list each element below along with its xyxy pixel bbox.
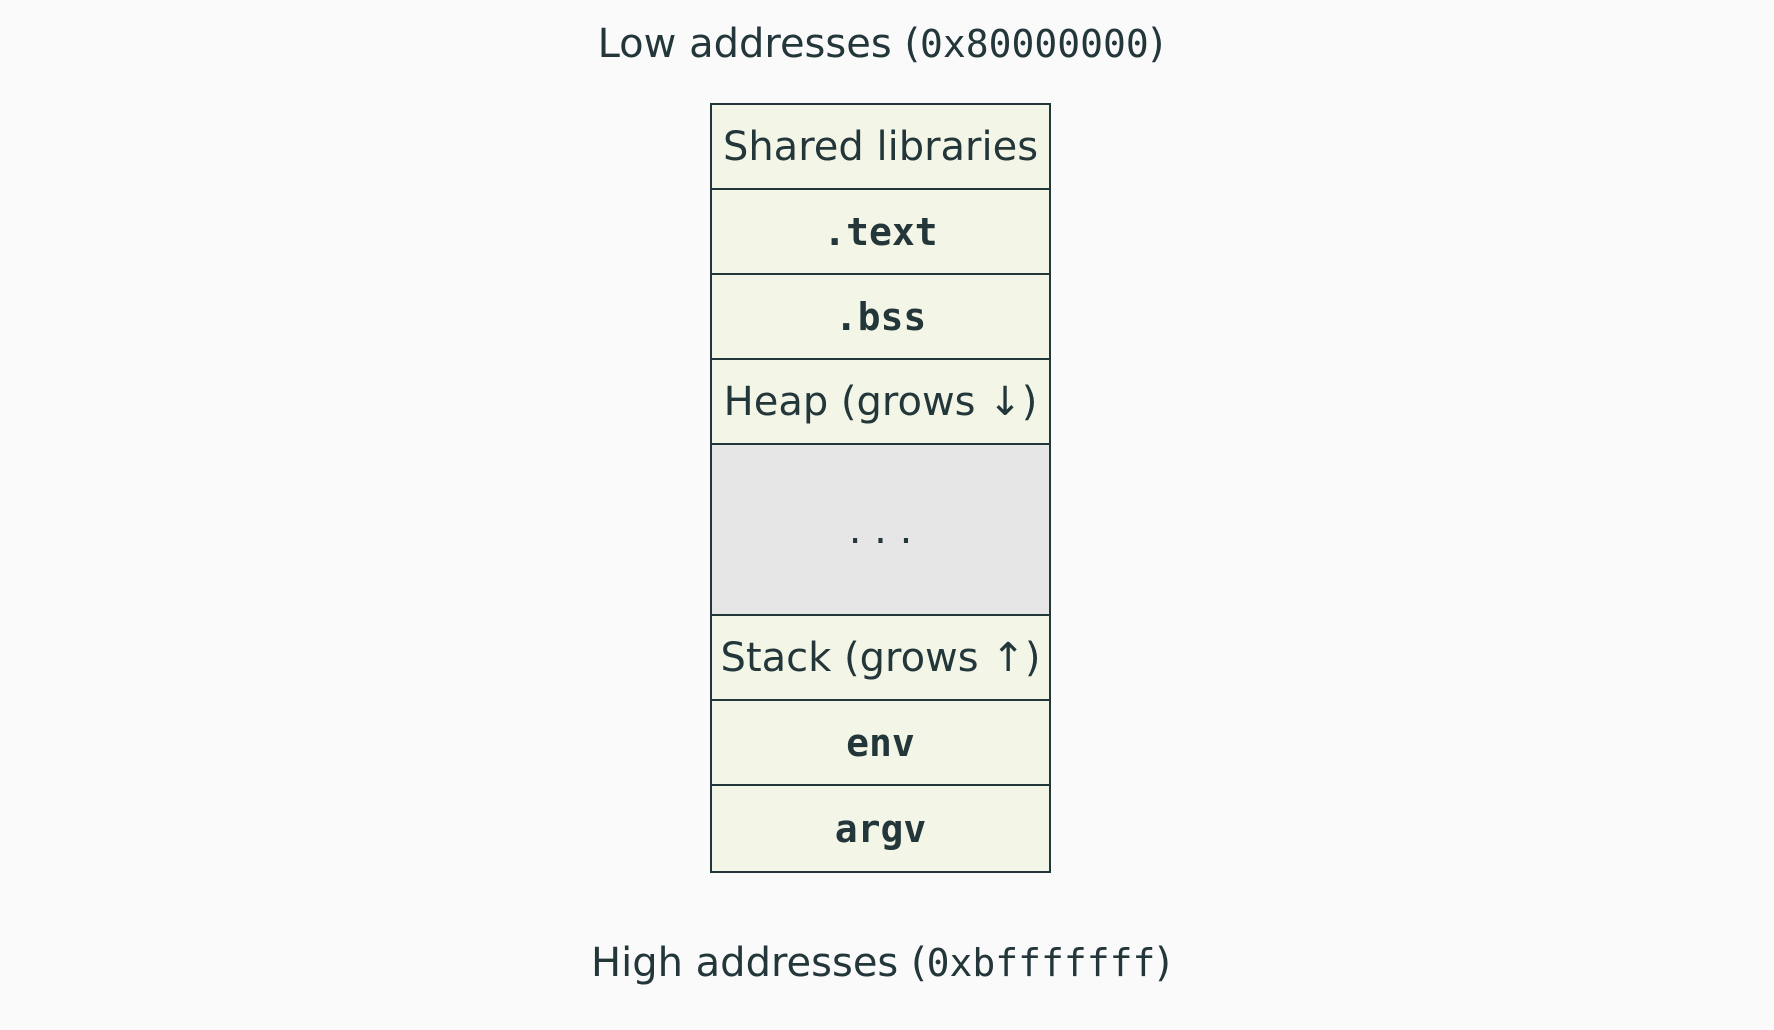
segment-shared-libraries: Shared libraries (712, 105, 1049, 190)
high-addresses-label: High addresses (0xbfffffff) (0, 943, 1762, 983)
segment-unmapped-gap: . . . (712, 445, 1049, 616)
segment-bss: .bss (712, 275, 1049, 360)
low-addresses-prefix: Low addresses ( (597, 21, 920, 67)
segment-stack: Stack (grows ↑) (712, 616, 1049, 701)
arrow-up-icon: ↑ (991, 634, 1025, 681)
segment-heap: Heap (grows ↓) (712, 360, 1049, 445)
segment-env: env (712, 701, 1049, 786)
low-addresses-label: Low addresses (0x80000000) (0, 24, 1762, 64)
arrow-down-icon: ↓ (988, 378, 1022, 425)
segment-argv: argv (712, 786, 1049, 871)
memory-layout-diagram: Shared libraries .text .bss Heap (grows … (710, 103, 1051, 873)
segment-stack-close: ) (1024, 634, 1041, 681)
high-addresses-prefix: High addresses ( (591, 940, 927, 986)
segment-stack-label: Stack (grows (720, 634, 979, 681)
low-address-value: 0x80000000 (920, 22, 1149, 66)
low-addresses-suffix: ) (1148, 21, 1165, 67)
segment-heap-close: ) (1021, 378, 1038, 425)
high-addresses-suffix: ) (1155, 940, 1171, 986)
high-address-value: 0xbfffffff (926, 941, 1156, 985)
segment-text: .text (712, 190, 1049, 275)
segment-heap-label: Heap (grows (723, 378, 976, 425)
